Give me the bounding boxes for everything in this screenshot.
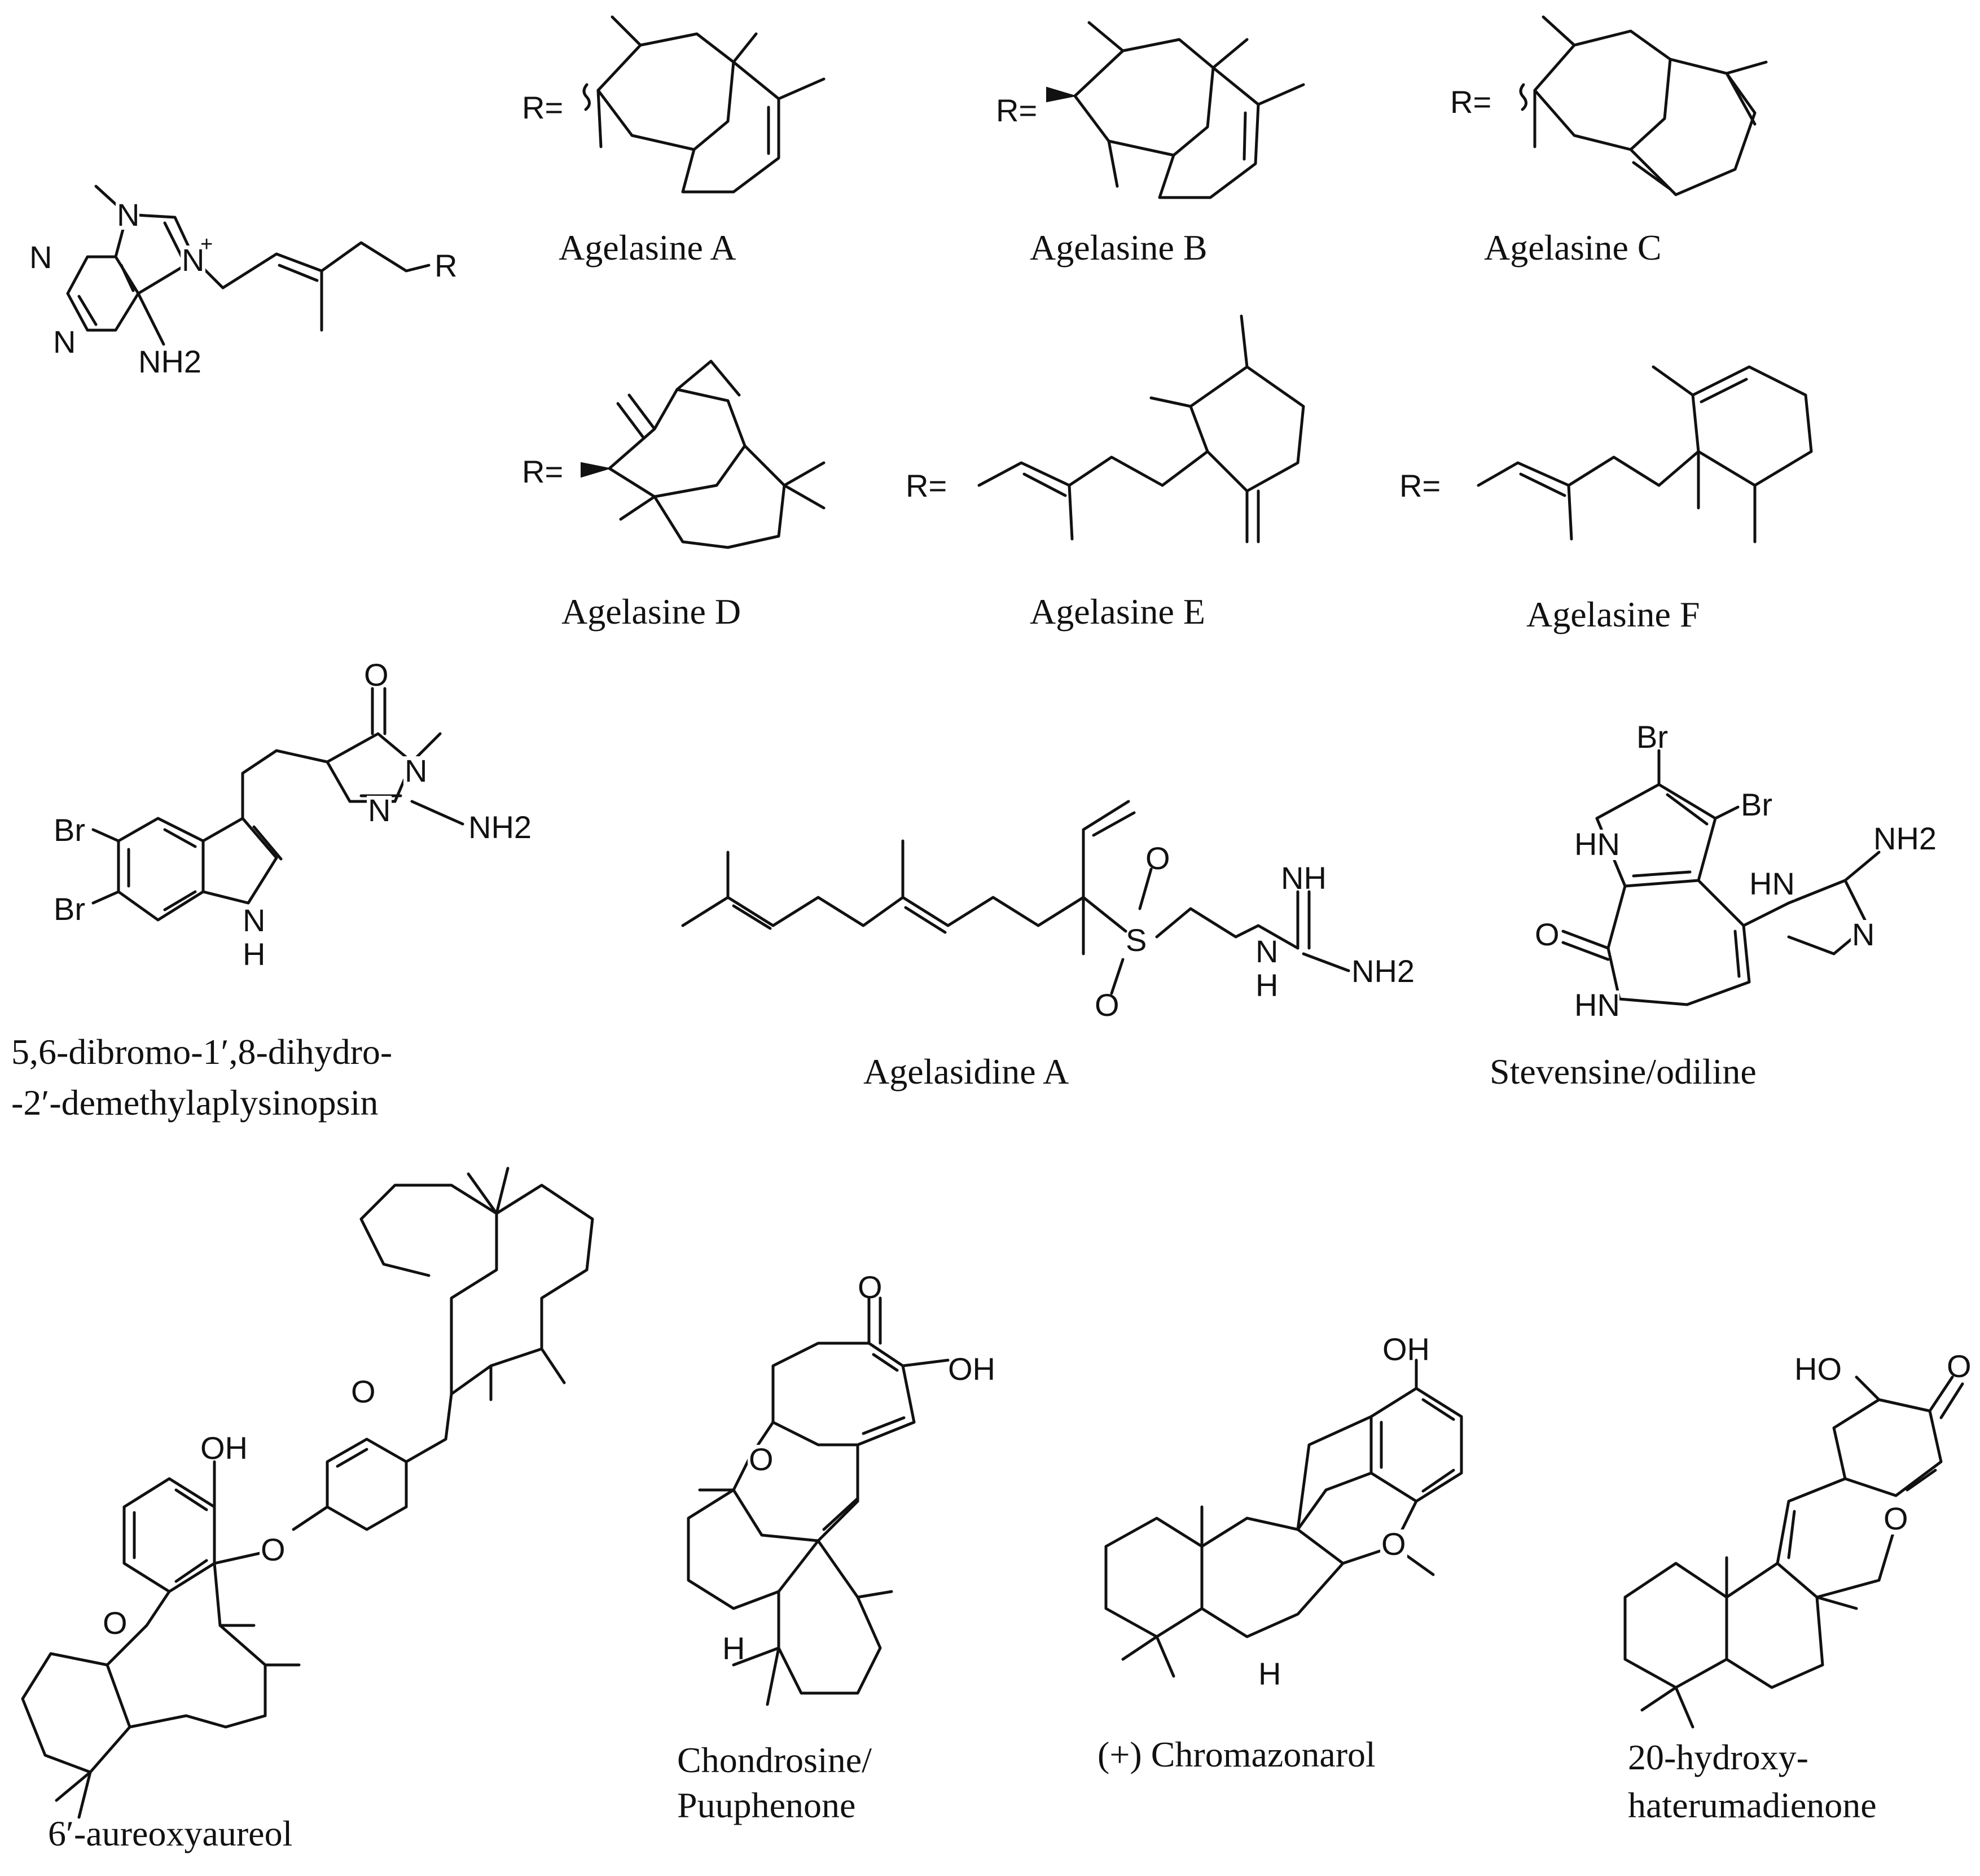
r-prefix: R= bbox=[906, 468, 947, 503]
core-r-label: R bbox=[434, 248, 457, 283]
r-prefix: R= bbox=[996, 93, 1037, 128]
chromazonarol-structure: OH O H (+) Chromazonarol bbox=[1097, 1331, 1463, 1774]
atom-ho: HO bbox=[1794, 1351, 1842, 1387]
atom-nh: NH bbox=[1281, 860, 1327, 896]
core-atom-n3: N bbox=[53, 324, 76, 360]
agelasine-f-structure: R= Agelasine F bbox=[1399, 365, 1813, 634]
compound-name-line2: -2′-demethylaplysinopsin bbox=[11, 1082, 378, 1123]
r-prefix: R= bbox=[522, 90, 563, 125]
compound-name: Agelasine F bbox=[1526, 594, 1700, 634]
atom-br: Br bbox=[54, 812, 85, 848]
agelasine-c-structure: R= Agelasine C bbox=[1450, 15, 1768, 268]
atom-h: H bbox=[722, 1630, 745, 1666]
r-prefix: R= bbox=[1450, 84, 1491, 120]
atom-h: H bbox=[243, 936, 265, 972]
atom-oh: OH bbox=[1382, 1331, 1430, 1367]
agelasine-e-structure: R= Agelasine E bbox=[906, 314, 1305, 632]
chondrosine-puuphenone-structure: O OH O H Chondrosine/ Puuphenone bbox=[677, 1269, 995, 1825]
core-positive-charge: + bbox=[200, 233, 213, 256]
r-prefix: R= bbox=[522, 454, 563, 489]
aureoxyaureol-structure: OH O O O 6′-aureoxyaureol bbox=[21, 1167, 594, 1853]
compound-name: Agelasidine A bbox=[863, 1051, 1069, 1092]
atom-hn: HN bbox=[1574, 826, 1620, 862]
compound-name: Agelasine A bbox=[559, 227, 736, 268]
agelasine-core-structure: N N N N + NH2 R bbox=[27, 185, 457, 379]
compound-name: Stevensine/odiline bbox=[1490, 1051, 1757, 1092]
atom-hn: HN bbox=[1749, 866, 1795, 901]
compound-name: Chondrosine/ bbox=[677, 1740, 872, 1780]
atom-o: O bbox=[1535, 917, 1560, 952]
core-atom-n1: N bbox=[29, 239, 52, 275]
compound-name: Agelasine D bbox=[561, 591, 741, 632]
atom-oh: OH bbox=[948, 1351, 995, 1387]
compound-name: Agelasine B bbox=[1030, 227, 1208, 268]
atom-hn: HN bbox=[1574, 987, 1620, 1023]
compound-name: (+) Chromazonarol bbox=[1097, 1734, 1376, 1774]
atom-oh: OH bbox=[200, 1430, 248, 1466]
compound-name: 5,6-dibromo-1′,8-dihydro- bbox=[11, 1032, 392, 1072]
hydroxyhaterumadienone-structure: HO O O 20-hydroxy- haterumadienone bbox=[1623, 1348, 1972, 1825]
atom-o: O bbox=[103, 1605, 128, 1641]
core-nh2-label: NH2 bbox=[138, 344, 201, 379]
atom-h: H bbox=[1258, 1656, 1281, 1691]
atom-n: N bbox=[405, 753, 427, 788]
agelasine-d-structure: R= Agelasine D bbox=[522, 360, 826, 632]
dibromo-aplysinopsin-structure: Br Br N H O N N NH2 5,6-dibromo-1′,8-dih… bbox=[11, 657, 532, 1123]
atom-s: S bbox=[1126, 922, 1147, 958]
atom-o: O bbox=[351, 1374, 376, 1409]
atom-n: N bbox=[368, 792, 390, 828]
stevensine-odiline-structure: Br Br HN O HN HN N NH2 Stevensine/odilin… bbox=[1490, 719, 1937, 1092]
atom-o: O bbox=[364, 657, 389, 692]
compound-name-line2: Puuphenone bbox=[677, 1785, 855, 1825]
compound-name-line2: haterumadienone bbox=[1628, 1785, 1877, 1825]
atom-nh2: NH2 bbox=[1873, 821, 1937, 856]
compound-name: 6′-aureoxyaureol bbox=[48, 1813, 292, 1853]
core-atom-n9: N bbox=[117, 197, 139, 233]
atom-o: O bbox=[1381, 1526, 1406, 1562]
atom-o: O bbox=[1884, 1501, 1908, 1536]
atom-o: O bbox=[858, 1269, 883, 1305]
atom-nh: N bbox=[243, 902, 265, 938]
atom-h: H bbox=[1255, 967, 1278, 1003]
atom-nh2: NH2 bbox=[1351, 953, 1415, 989]
atom-n: N bbox=[1255, 933, 1278, 969]
atom-o: O bbox=[1947, 1348, 1972, 1384]
atom-n: N bbox=[1852, 917, 1874, 952]
atom-o: O bbox=[1145, 840, 1170, 876]
r-prefix: R= bbox=[1399, 468, 1441, 503]
compound-name: Agelasine C bbox=[1484, 227, 1662, 268]
atom-o: O bbox=[1095, 987, 1119, 1023]
atom-br: Br bbox=[54, 891, 85, 927]
atom-nh2: NH2 bbox=[468, 809, 532, 845]
agelasidine-a-structure: S O O NH N H NH2 Agelasidine A bbox=[681, 800, 1415, 1092]
atom-o: O bbox=[261, 1532, 286, 1567]
atom-o: O bbox=[749, 1441, 774, 1477]
atom-br: Br bbox=[1636, 719, 1668, 755]
core-atom-n7: N bbox=[182, 242, 204, 278]
agelasine-b-structure: R= Agelasine B bbox=[996, 21, 1305, 268]
compound-name: 20-hydroxy- bbox=[1628, 1737, 1808, 1777]
compound-name: Agelasine E bbox=[1030, 591, 1205, 632]
atom-br: Br bbox=[1741, 787, 1772, 822]
agelasine-a-structure: R= Agelasine A bbox=[522, 15, 826, 268]
